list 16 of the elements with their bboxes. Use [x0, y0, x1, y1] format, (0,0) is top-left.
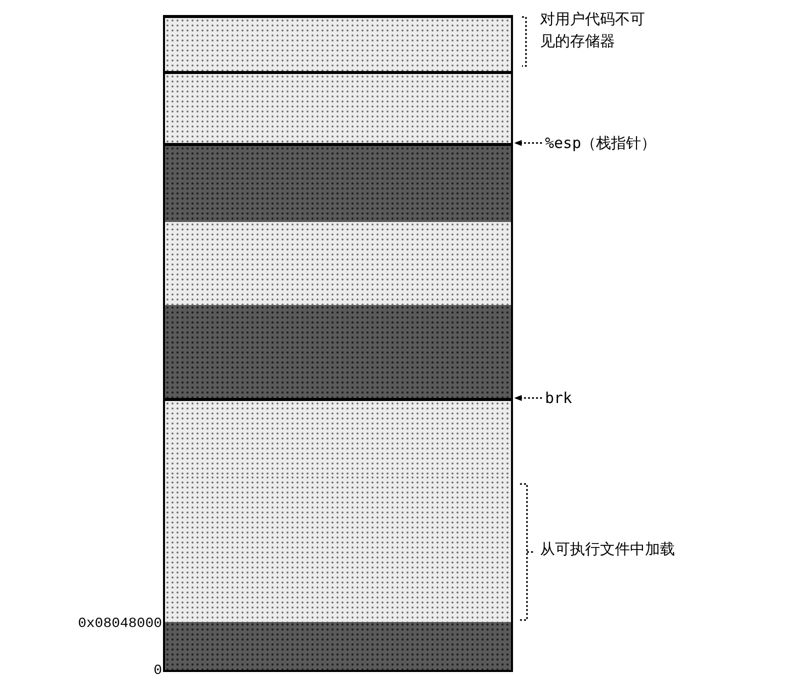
memory-segment — [163, 550, 513, 622]
leader-arrow — [514, 395, 542, 401]
bracket-note: 对用户代码不可见的存储器 — [540, 9, 646, 52]
pointer-label: %esp（栈指针） — [545, 133, 656, 153]
address-label: 0x08048000 — [76, 615, 162, 634]
pointer-label: brk — [545, 388, 572, 408]
leader-arrow — [514, 140, 542, 146]
memory-segment — [163, 622, 513, 672]
bracket-note: 从可执行文件中加载 — [540, 539, 676, 560]
memory-segment — [163, 305, 513, 398]
memory-segment — [163, 143, 513, 222]
memory-segment — [163, 222, 513, 305]
memory-segment — [163, 398, 513, 475]
memory-segment — [163, 71, 513, 143]
memory-segment — [163, 15, 513, 71]
address-label: 0 — [152, 662, 162, 681]
